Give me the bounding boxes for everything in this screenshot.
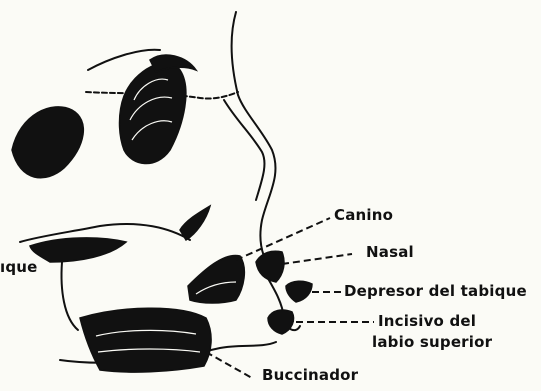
- nasal-muscle: [256, 251, 284, 282]
- label-left-cut: ıque: [0, 258, 38, 276]
- canino-muscle: [188, 255, 244, 303]
- nasal-leader: [282, 254, 352, 264]
- label-buccinador: Buccinador: [262, 366, 358, 384]
- orbit-shape: [120, 63, 186, 164]
- label-nasal: Nasal: [366, 243, 414, 261]
- label-incisivo-1: Incisivo del: [378, 312, 476, 330]
- label-incisivo-2: labio superior: [372, 333, 492, 351]
- depresor-muscle: [286, 281, 312, 302]
- label-canino: Canino: [334, 206, 393, 224]
- cheek-outline: [62, 262, 78, 330]
- buccinador-muscle: [80, 308, 211, 372]
- nasal-aperture-outline: [224, 100, 264, 200]
- infraorbital-shape: [180, 206, 210, 240]
- label-depresor: Depresor del tabique: [344, 282, 527, 300]
- buccinador-leader: [206, 352, 252, 378]
- incisivo-muscle: [268, 310, 294, 334]
- maxilla-hatch: [30, 238, 126, 262]
- temporal-shape: [12, 107, 83, 178]
